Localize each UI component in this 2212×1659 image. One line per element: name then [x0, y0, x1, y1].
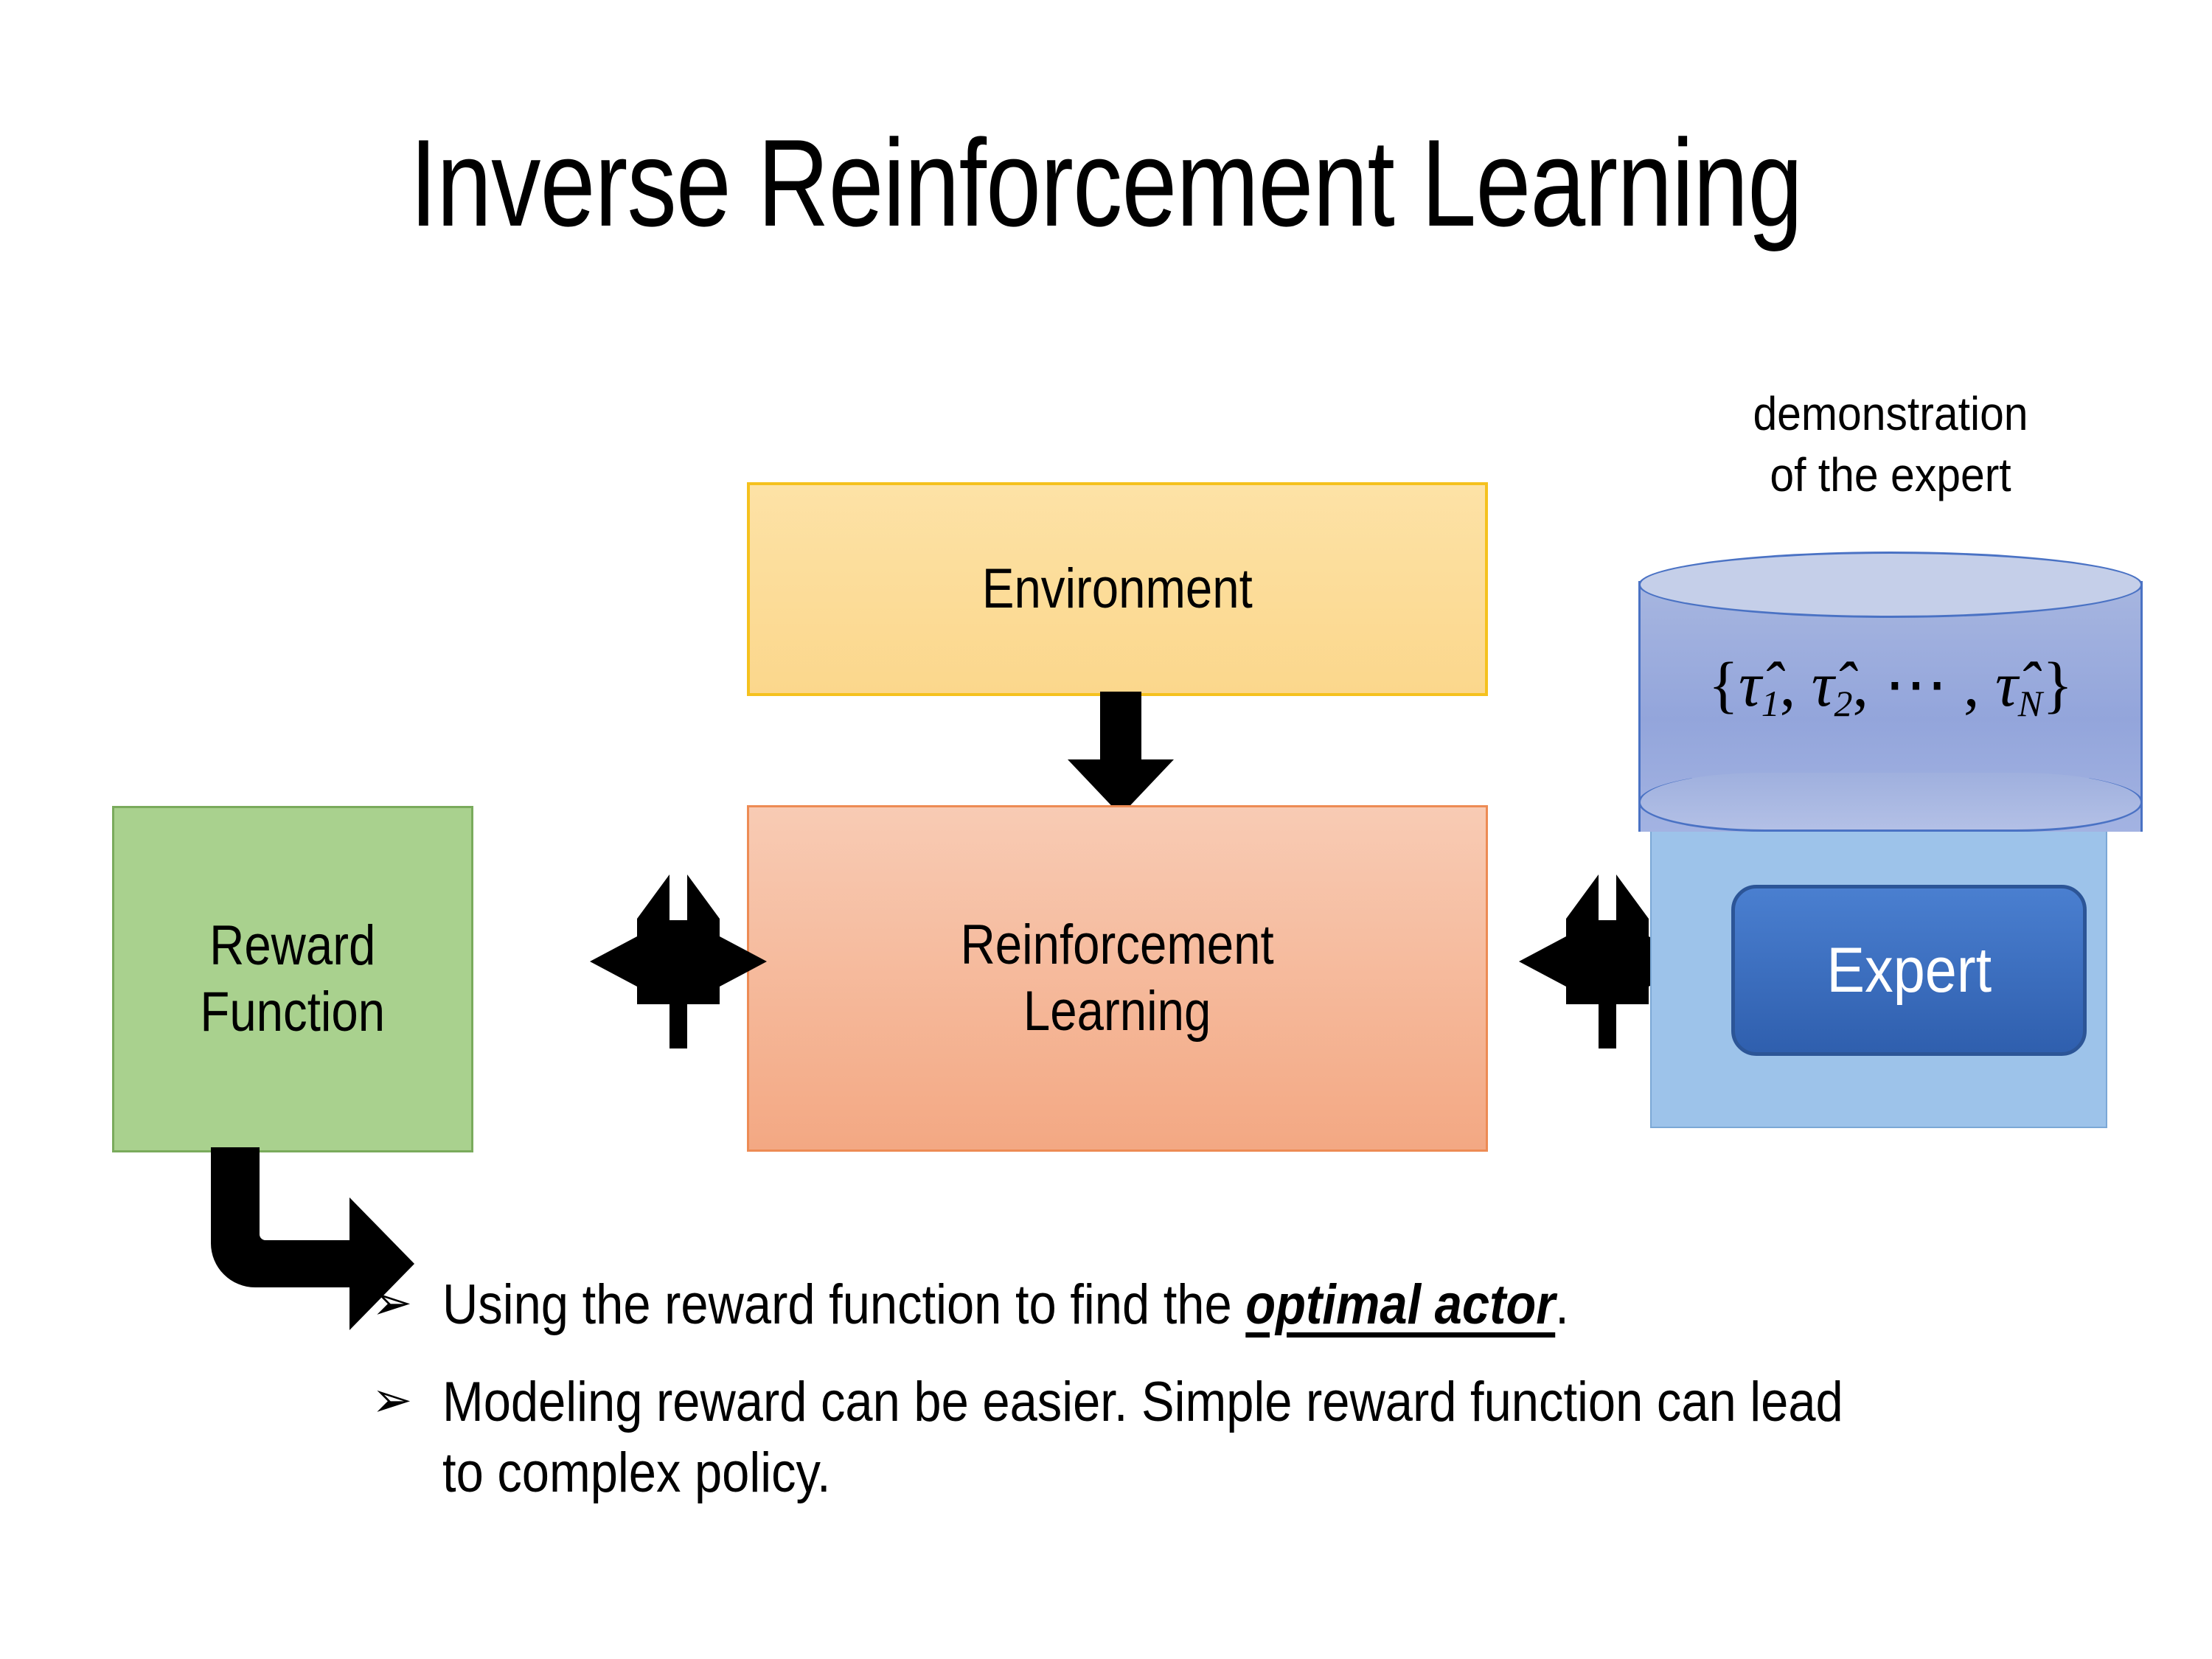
- formula-open-brace: {: [1708, 649, 1739, 720]
- environment-box-label: Environment: [982, 557, 1253, 621]
- bullet-text: Modeling reward can be easier. Simple re…: [442, 1370, 1843, 1504]
- demonstration-database-cylinder: {τ̂1, τ̂2, ⋯ , τ̂N}: [1638, 552, 2143, 861]
- formula-tau-1: τ̂: [1739, 649, 1761, 720]
- bullet-text-before: Using the reward function to find the: [442, 1273, 1246, 1336]
- formula-separator-1: ,: [1779, 649, 1812, 720]
- expert-box: Expert: [1731, 885, 2087, 1056]
- bullet-text: Using the reward function to find the op…: [442, 1270, 1896, 1340]
- bullet-marker-icon: ➢: [372, 1275, 413, 1329]
- formula-close-brace: }: [2042, 649, 2073, 720]
- quad-arrow-icon-left: [590, 874, 767, 1048]
- formula-subscript-1: 1: [1761, 683, 1780, 724]
- quad-arrow-icon-right: [1519, 874, 1696, 1048]
- reward-label-line2: Function: [200, 981, 386, 1043]
- rl-label-line2: Learning: [1023, 980, 1211, 1043]
- page-title: Inverse Reinforcement Learning: [409, 114, 1803, 252]
- bullet-emphasis: optimal actor: [1245, 1273, 1556, 1336]
- formula-tau-n: τ̂: [1994, 649, 2018, 720]
- demonstration-caption: demonstration of the expert: [1647, 383, 2134, 506]
- bullet-text-after: .: [1555, 1273, 1569, 1336]
- demonstration-caption-line1: demonstration: [1753, 387, 2028, 440]
- formula-separator-2: , ⋯ ,: [1852, 649, 1995, 720]
- rl-label-line1: Reinforcement: [960, 914, 1275, 977]
- list-item: ➢ Modeling reward can be easier. Simple …: [369, 1367, 2094, 1509]
- demonstration-caption-line2: of the expert: [1770, 448, 2011, 502]
- expert-box-label: Expert: [1826, 934, 1992, 1006]
- environment-box: Environment: [747, 482, 1488, 696]
- bent-arrow-icon: [211, 1147, 414, 1330]
- formula-subscript-2: 2: [1834, 683, 1853, 724]
- trajectory-set-formula: {τ̂1, τ̂2, ⋯ , τ̂N}: [1638, 647, 2143, 725]
- down-arrow-icon: [1068, 692, 1174, 815]
- reward-function-box: Reward Function: [112, 806, 473, 1152]
- reward-function-box-label: Reward Function: [201, 913, 386, 1045]
- cylinder-bottom-ellipse: [1638, 773, 2143, 832]
- list-item: ➢ Using the reward function to find the …: [369, 1270, 2094, 1340]
- cylinder-top-ellipse: [1638, 552, 2143, 618]
- reinforcement-learning-box: Reinforcement Learning: [747, 805, 1488, 1152]
- formula-subscript-n: N: [2017, 683, 2042, 724]
- reward-label-line1: Reward: [209, 914, 376, 978]
- bullet-list: ➢ Using the reward function to find the …: [369, 1270, 2094, 1534]
- bullet-marker-icon: ➢: [372, 1371, 413, 1427]
- formula-tau-2: τ̂: [1811, 649, 1834, 720]
- reinforcement-learning-box-label: Reinforcement Learning: [961, 912, 1274, 1044]
